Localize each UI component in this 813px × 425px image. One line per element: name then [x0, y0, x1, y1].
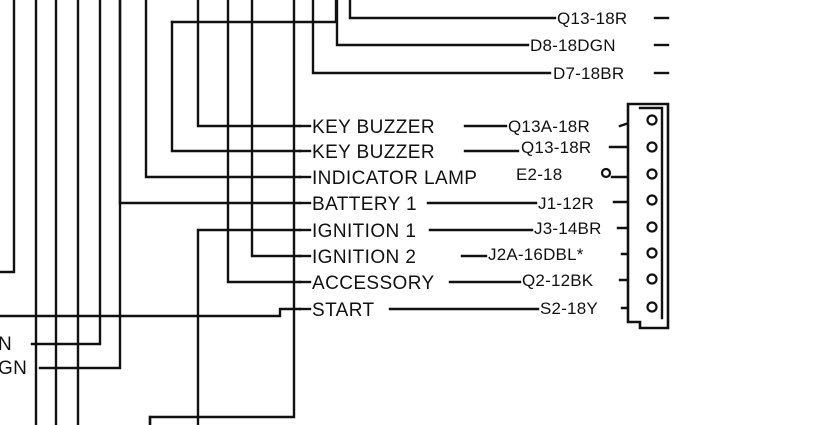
top-wire-d7: D7-18BR — [311, 0, 670, 83]
circuit-code: Q2-12BK — [522, 271, 594, 290]
circuit-row-accessory: ACCESSORY Q2-12BK — [312, 271, 648, 294]
circuit-row-ignition-1: IGNITION 1 J3-14BR — [312, 219, 648, 242]
top-wire-code: D7-18BR — [553, 64, 624, 83]
circuit-label: START — [312, 300, 375, 321]
pin-circle-icon — [646, 221, 658, 233]
feed-wires — [0, 0, 338, 425]
circuit-row-key-buzzer-a: KEY BUZZER Q13A-18R — [312, 115, 648, 138]
circuit-label: IGNITION 2 — [312, 247, 416, 268]
circuit-row-start: START S2-18Y — [312, 299, 648, 321]
circuit-label: KEY BUZZER — [312, 142, 435, 163]
label-ticks — [298, 124, 312, 311]
connector-block — [626, 102, 670, 330]
circuit-label: BATTERY 1 — [312, 194, 417, 215]
circuit-code: J2A-16DBL* — [488, 245, 584, 264]
circuit-code: E2-18 — [516, 165, 562, 184]
connector-pins — [646, 114, 658, 313]
pin-circle-icon — [646, 273, 658, 285]
circuit-code: J3-14BR — [534, 219, 602, 238]
pin-circle-icon — [646, 194, 658, 206]
circuit-label: INDICATOR LAMP — [312, 168, 477, 189]
circuit-row-battery: BATTERY 1 J1-12R — [312, 194, 648, 215]
circuit-code: Q13A-18R — [508, 117, 590, 136]
left-partial-wires: N GN — [0, 0, 122, 425]
pin-circle-icon — [646, 301, 658, 313]
open-terminal-icon — [600, 167, 612, 179]
circuit-row-ignition-2: IGNITION 2 J2A-16DBL* — [312, 245, 648, 268]
circuit-code: S2-18Y — [540, 299, 598, 318]
edge-label: GN — [0, 358, 27, 379]
top-wire-code: D8-18DGN — [530, 36, 616, 55]
pin-circle-icon — [646, 247, 658, 259]
circuit-label: KEY BUZZER — [312, 117, 435, 138]
circuit-label: IGNITION 1 — [312, 221, 416, 242]
circuit-code: J1-12R — [538, 194, 594, 213]
top-wire-code: Q13-18R — [557, 9, 627, 28]
pin-circle-icon — [646, 168, 658, 180]
circuit-label: ACCESSORY — [312, 273, 435, 294]
circuit-code: Q13-18R — [521, 138, 591, 157]
top-wire-q13: Q13-18R — [348, 0, 670, 28]
pin-circle-icon — [646, 141, 658, 153]
circuit-row-indicator-lamp: INDICATOR LAMP E2-18 — [312, 165, 648, 189]
circuit-row-key-buzzer: KEY BUZZER Q13-18R — [312, 138, 648, 163]
edge-label: N — [0, 334, 12, 355]
pin-circle-icon — [646, 114, 658, 126]
